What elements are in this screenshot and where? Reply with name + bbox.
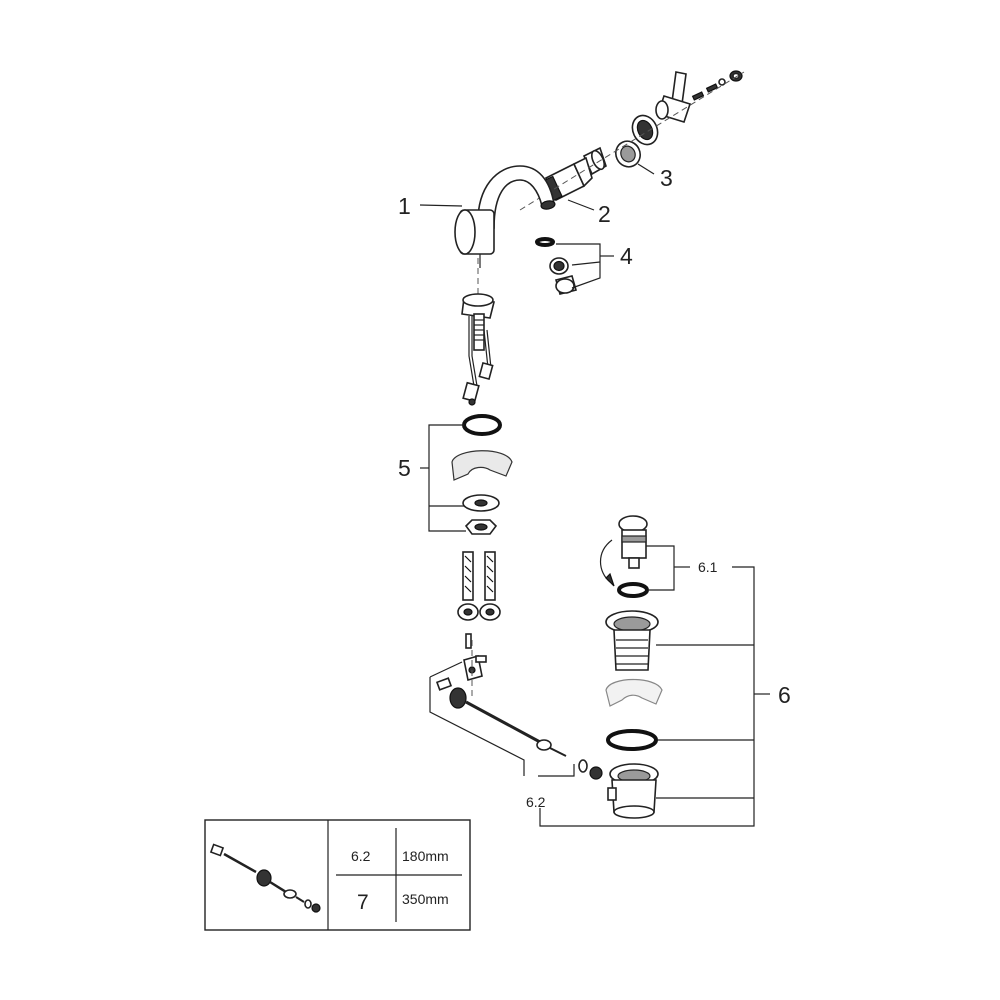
aerator-set xyxy=(535,237,577,295)
table-row-1-length: 180mm xyxy=(402,848,449,864)
pop-up-rod xyxy=(435,640,603,780)
drain-assembly xyxy=(599,515,663,819)
callout-1: 1 xyxy=(398,193,411,219)
table-row-2-code: 7 xyxy=(357,891,369,914)
table-row-2-length: 350mm xyxy=(402,891,449,907)
escutcheon-bush xyxy=(615,140,641,168)
lever-handle-assembly xyxy=(655,70,743,123)
callout-6: 6 xyxy=(778,682,791,708)
leader-lines xyxy=(419,163,770,827)
mounting-stud-and-hoses xyxy=(461,258,495,406)
cartridge-cap xyxy=(582,146,607,176)
connecting-bolts xyxy=(457,551,501,649)
fixing-set xyxy=(451,414,513,535)
handle-axis xyxy=(519,71,745,211)
callout-5: 5 xyxy=(398,455,411,481)
callout-3: 3 xyxy=(660,165,673,191)
rod-length-table: 6.2 180mm 7 350mm xyxy=(204,819,471,931)
callout-2: 2 xyxy=(598,201,611,227)
mixer-body xyxy=(454,165,556,268)
rod-thumbnail xyxy=(209,843,321,913)
callout-labels: 1 2 3 4 5 6 6.1 6.2 xyxy=(398,165,791,810)
callout-6-1: 6.1 xyxy=(698,559,718,575)
callout-6-2: 6.2 xyxy=(526,794,546,810)
table-row-1-code: 6.2 xyxy=(351,848,371,864)
callout-4: 4 xyxy=(620,243,633,269)
